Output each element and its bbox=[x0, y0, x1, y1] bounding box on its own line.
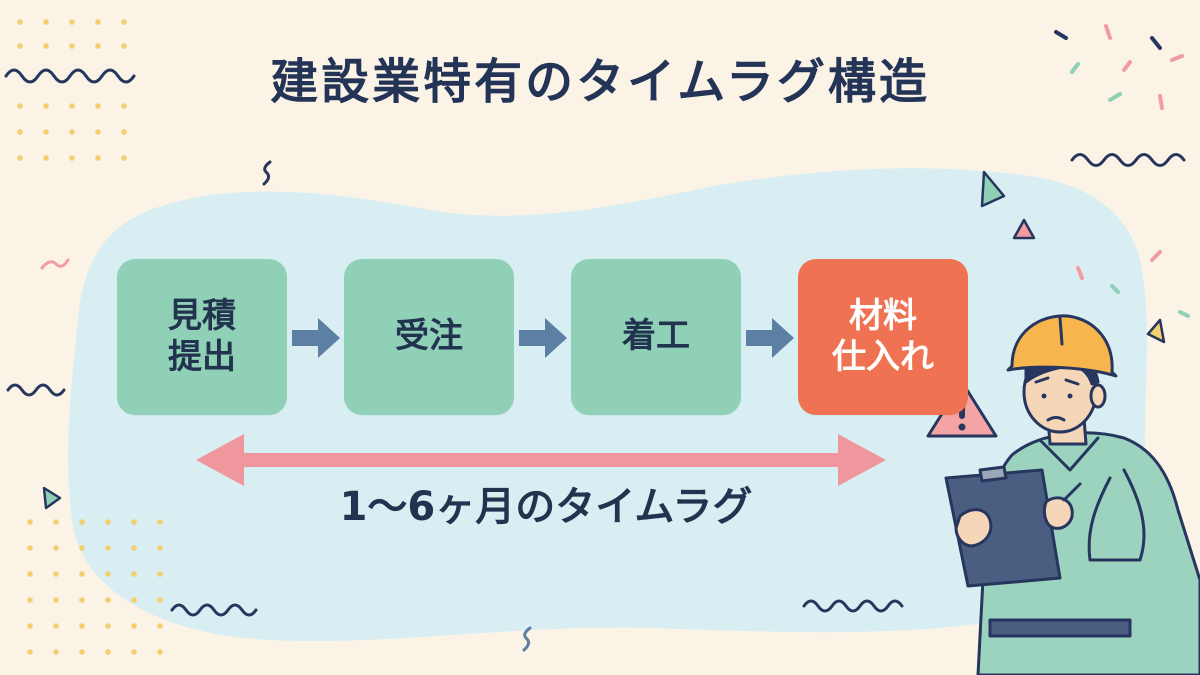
squiggle-right-top bbox=[1070, 153, 1186, 167]
page-title: 建設業特有のタイムラグ構造 bbox=[270, 54, 930, 110]
triangle-yellow bbox=[1146, 318, 1166, 344]
squiggle-small-top bbox=[262, 160, 272, 186]
squiggle-small-pink bbox=[40, 258, 70, 270]
step-label-estimate: 見積 提出 bbox=[168, 295, 236, 377]
dot-grid-top-left bbox=[17, 19, 127, 161]
dot-grid-bottom-left bbox=[27, 519, 163, 655]
step-box-start: 着工 bbox=[571, 259, 741, 415]
step-box-estimate: 見積 提出 bbox=[117, 259, 287, 415]
triangle-teal-small bbox=[42, 486, 62, 510]
flow-arrow-3 bbox=[746, 318, 794, 358]
squiggle-small-bottom bbox=[522, 626, 532, 652]
timeline-double-arrow bbox=[196, 434, 886, 486]
step-box-materials: 材料 仕入れ bbox=[798, 259, 968, 415]
step-box-order: 受注 bbox=[344, 259, 514, 415]
flow-arrow-1 bbox=[292, 318, 340, 358]
confetti bbox=[1054, 24, 1190, 318]
step-label-start: 着工 bbox=[622, 316, 690, 357]
step-label-order: 受注 bbox=[395, 316, 463, 357]
squiggle-bottom-right bbox=[802, 599, 904, 613]
triangle-pink bbox=[1012, 218, 1036, 240]
squiggle-bottom-left bbox=[170, 603, 258, 617]
squiggle-left-mid bbox=[6, 383, 66, 397]
flow-arrows bbox=[292, 318, 794, 358]
squiggle-top-left bbox=[4, 68, 136, 84]
triangle-teal-large bbox=[980, 170, 1006, 208]
step-label-materials: 材料 仕入れ bbox=[832, 295, 934, 377]
construction-worker-icon bbox=[944, 314, 1200, 675]
timeline-label: 1〜6ヶ月のタイムラグ bbox=[339, 484, 753, 530]
clipboard-icon bbox=[944, 465, 1062, 588]
hard-hat-icon bbox=[1006, 314, 1118, 378]
flow-arrow-2 bbox=[519, 318, 567, 358]
